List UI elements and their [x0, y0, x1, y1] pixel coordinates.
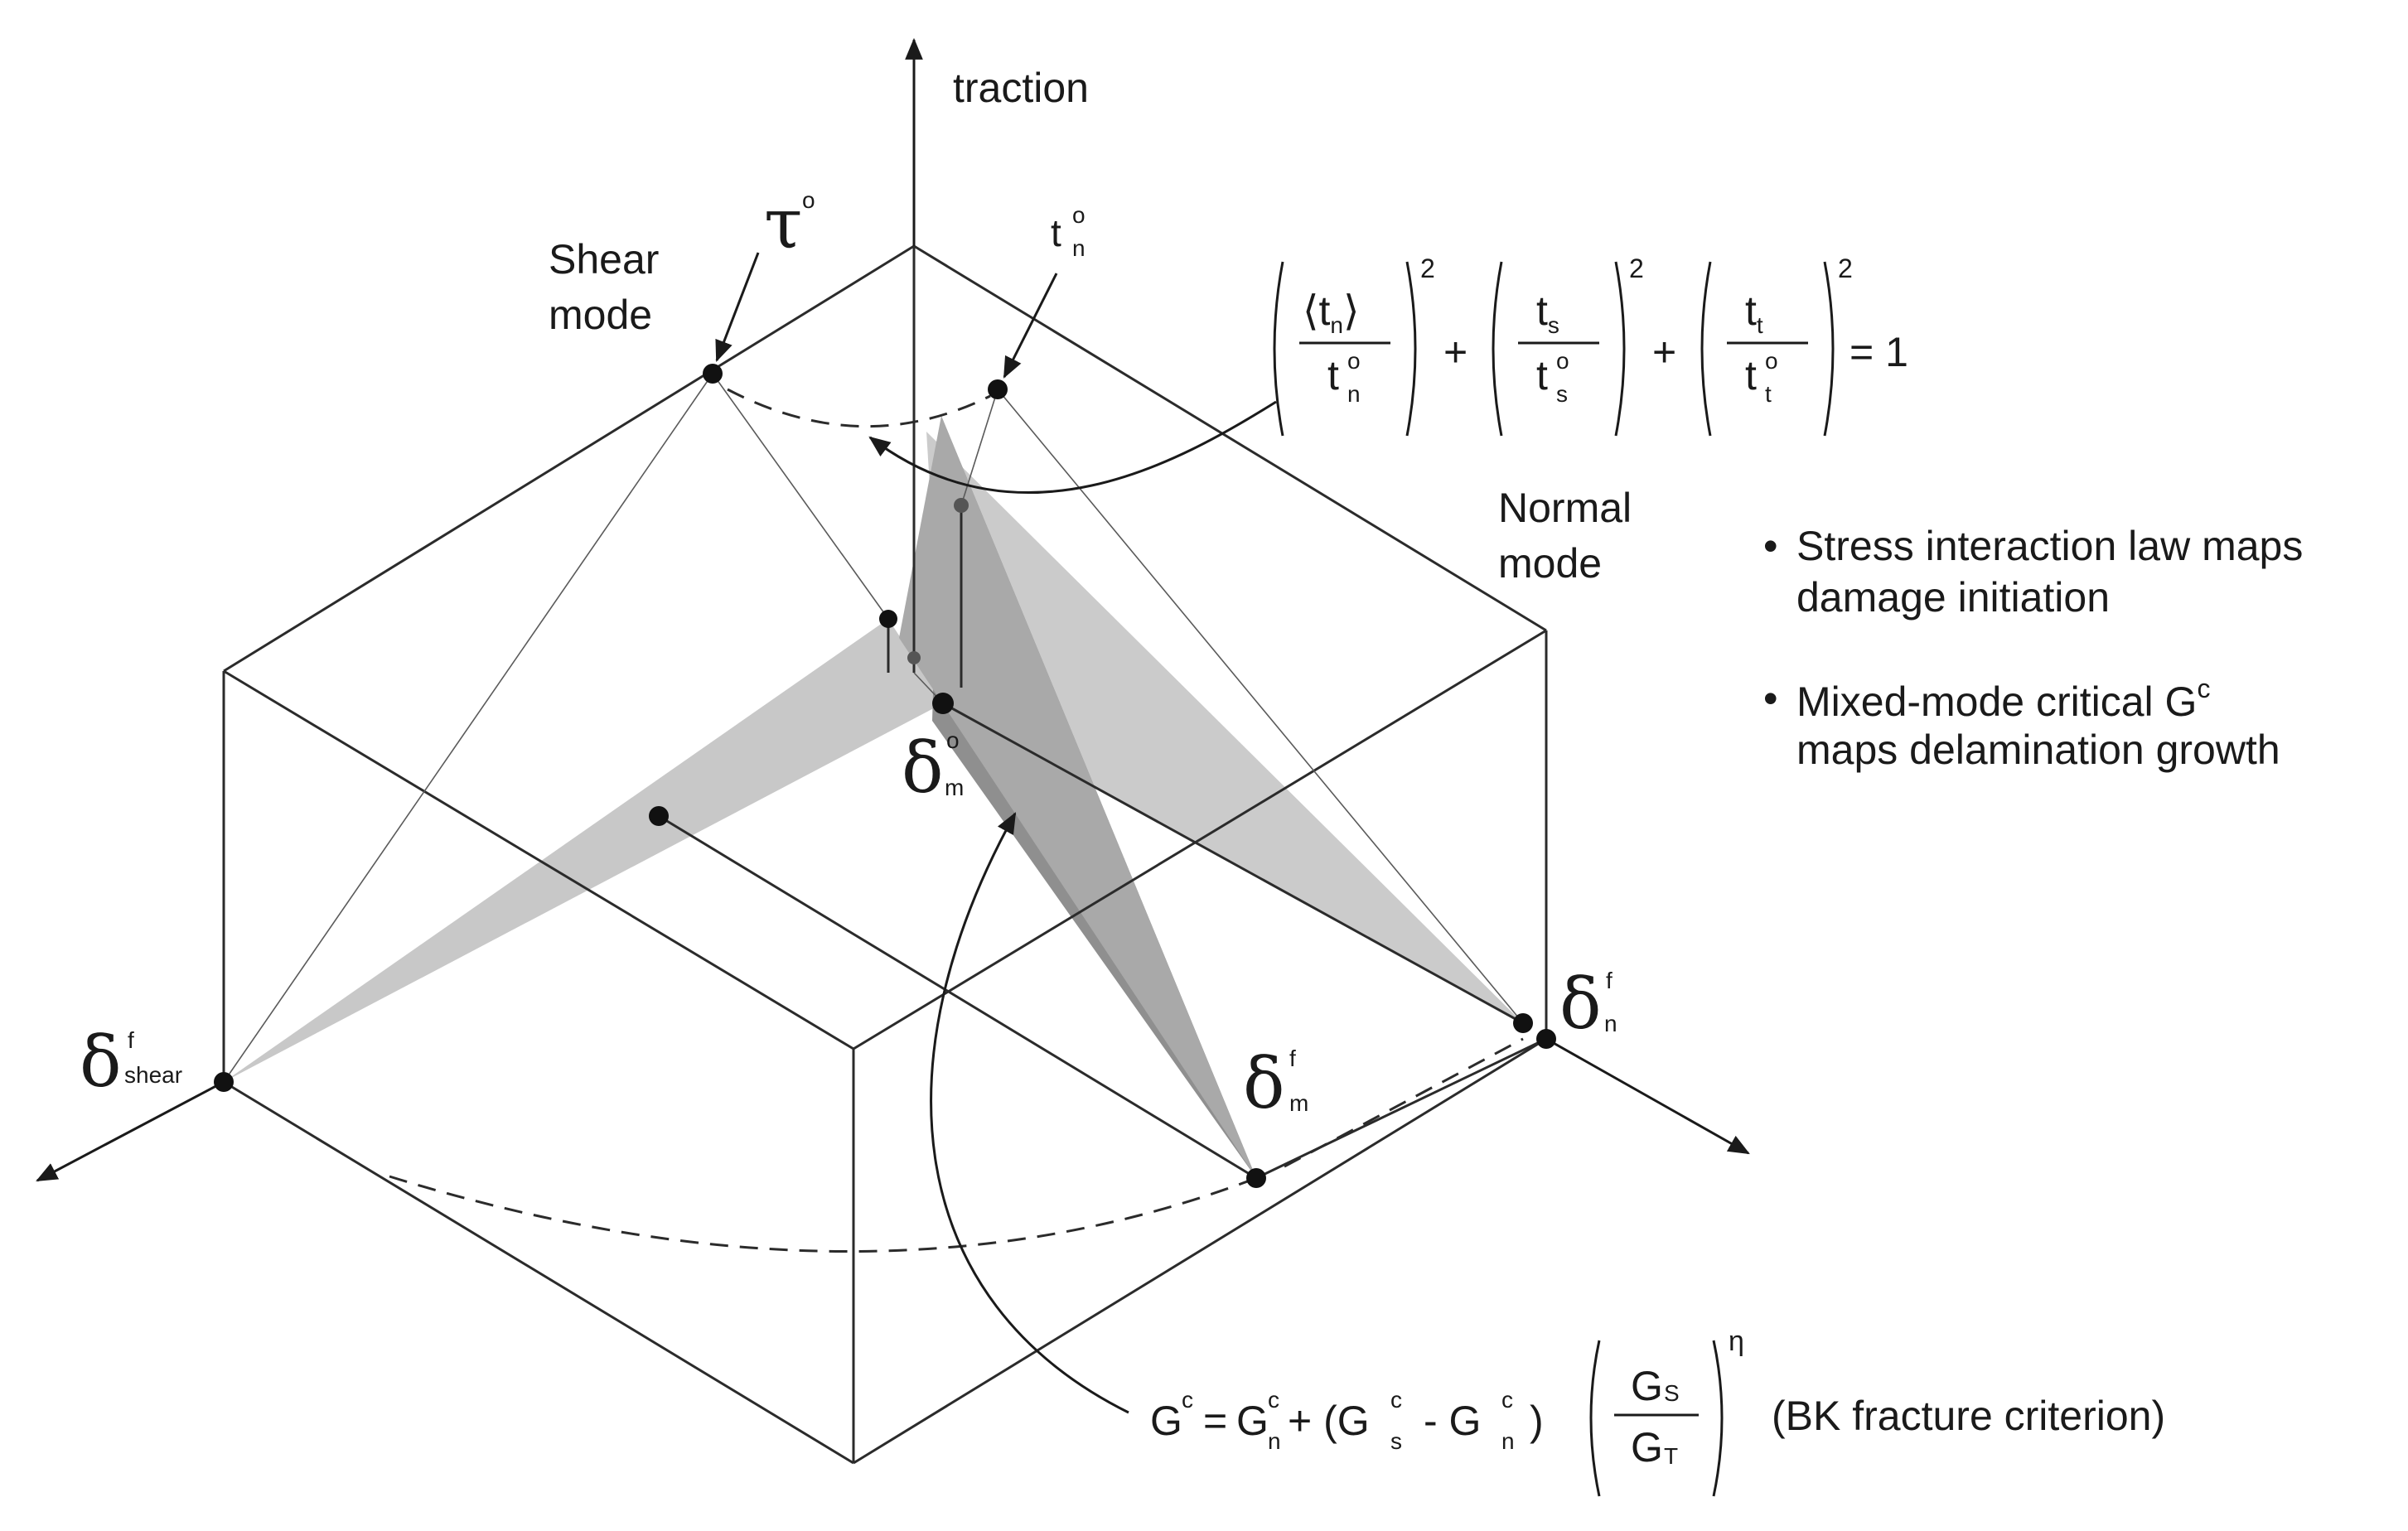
- bullet-1-line-2: damage initiation: [1796, 574, 2111, 621]
- bk-frac-num: G: [1631, 1363, 1663, 1409]
- delta-nf-sub: n: [1604, 1011, 1617, 1036]
- eq1-den-sup: o: [1347, 348, 1361, 374]
- inner-point-grey: [954, 498, 969, 513]
- eq1-den: t: [1327, 352, 1339, 398]
- bk-gn: G: [1236, 1398, 1269, 1444]
- eq-plus-1: +: [1443, 329, 1468, 375]
- tn-point: [988, 379, 1008, 399]
- bk-gs-sub: s: [1390, 1428, 1402, 1454]
- equation-leader-arrow: [868, 400, 1277, 495]
- bullet-list: • Stress interaction law maps damage ini…: [1763, 520, 2401, 775]
- delta-shear-f-point: [214, 1072, 234, 1092]
- delta-shear-symbol: δ: [80, 1021, 122, 1103]
- dashed-floor-segment: [1284, 1037, 1524, 1168]
- shear-mode-label-1: Shear: [549, 236, 660, 283]
- bk-eta: η: [1729, 1326, 1744, 1357]
- bk-gn-sup: c: [1268, 1387, 1279, 1413]
- bk-gs-sup: c: [1390, 1387, 1402, 1413]
- delta-m0-sub: m: [945, 775, 965, 800]
- shear-init-point: [879, 610, 897, 628]
- bk-lhs-sup: c: [1182, 1387, 1193, 1413]
- delta-mf-symbol: δ: [1243, 1043, 1285, 1124]
- eq-plus-2: +: [1652, 329, 1677, 375]
- bk-brackets: [1589, 1340, 1724, 1497]
- bk-gn-sub: n: [1268, 1428, 1281, 1454]
- eq2-den: t: [1536, 352, 1548, 398]
- delta-nf-symbol: δ: [1559, 964, 1602, 1045]
- eq2-exp: 2: [1629, 254, 1644, 283]
- eq2-den-sup: o: [1556, 348, 1569, 374]
- tn-top-sub: n: [1072, 235, 1086, 261]
- delta-mf-sub: m: [1289, 1090, 1309, 1116]
- shear-initiation-triangle: [224, 619, 943, 1082]
- tau-symbol: τ: [764, 183, 803, 264]
- bk-criterion-equation: G c = G c n + (G c s - G c n ) G S G T η…: [1150, 1322, 2244, 1513]
- eq2-num: ts: [1536, 287, 1559, 338]
- bk-minus-gn: - G: [1424, 1398, 1482, 1444]
- propagation-curve-dashed: [389, 1175, 1257, 1253]
- bullet-1-line-1: Stress interaction law maps: [1796, 523, 2304, 569]
- tn-leader-arrow: [1003, 273, 1058, 379]
- bullet-item: • Mixed-mode critical Gc maps delaminati…: [1763, 673, 2401, 775]
- delta-shear-sup: f: [128, 1027, 134, 1053]
- normal-damage-triangle: [926, 432, 1523, 1023]
- delta-nf-sup: f: [1606, 968, 1613, 993]
- normal-mode-label-1: Normal: [1498, 485, 1632, 531]
- bk-frac-den: G: [1631, 1424, 1663, 1471]
- bullet-2-line-2: maps delamination growth: [1796, 727, 2280, 773]
- delta-m0-sup: o: [946, 727, 960, 753]
- tau-superscript: o: [802, 187, 815, 213]
- bk-note: (BK fracture criterion): [1772, 1393, 2166, 1439]
- key-points: [214, 364, 1556, 1188]
- bullet-dot: •: [1763, 675, 1778, 722]
- bk-gn2-sup: c: [1501, 1387, 1513, 1413]
- tau-point: [703, 364, 723, 384]
- bullet-dot: •: [1763, 523, 1778, 569]
- delta-m0-point: [932, 693, 954, 714]
- delta-shear-sub: shear: [124, 1062, 183, 1088]
- bk-leader-arrow: [930, 812, 1129, 1414]
- bullet-item: • Stress interaction law maps damage ini…: [1763, 520, 2401, 623]
- traction-label: traction: [953, 65, 1089, 111]
- bk-frac-num-sub: S: [1664, 1380, 1680, 1406]
- box-edges: [222, 244, 1548, 1465]
- eq1-den-sub: n: [1347, 381, 1361, 407]
- initiation-curve-dashed: [727, 388, 991, 428]
- stress-criterion-equation: ⟨tn⟩ t o n 2 + ts t o s 2 + tt t o t 2 =…: [1260, 245, 1908, 452]
- bk-close-paren: ): [1530, 1398, 1544, 1444]
- mixed-mode-triangle-mid: [899, 416, 1256, 1178]
- eq1-num: ⟨tn⟩: [1303, 287, 1360, 338]
- eq3-den-sub: t: [1765, 381, 1772, 407]
- bullet-2-line-1: Mixed-mode critical Gc: [1796, 674, 2211, 725]
- corner-grey-point: [907, 651, 921, 664]
- eq3-exp: 2: [1838, 254, 1853, 283]
- tau-leader-arrow: [715, 252, 760, 363]
- bk-equals: =: [1203, 1398, 1228, 1444]
- delta-nf-point: [1536, 1029, 1556, 1049]
- shear-floor-point: [649, 806, 669, 826]
- equation-brackets: [1273, 261, 1835, 437]
- normal-floor-point: [1513, 1013, 1533, 1033]
- eq3-num: tt: [1745, 287, 1763, 338]
- bk-plus-gs: + (G: [1288, 1398, 1370, 1444]
- normal-axis: [1545, 1037, 1750, 1155]
- tn-top-sup: o: [1072, 202, 1086, 228]
- eq2-den-sub: s: [1556, 381, 1568, 407]
- delta-m0-symbol: δ: [902, 727, 944, 809]
- eq3-den-sup: o: [1765, 348, 1778, 374]
- eq-equals-one: = 1: [1850, 329, 1908, 375]
- normal-mode-label-2: mode: [1498, 540, 1603, 587]
- delta-mf-sup: f: [1289, 1046, 1296, 1071]
- bk-gn2-sub: n: [1501, 1428, 1515, 1454]
- shear-axis: [36, 1080, 225, 1182]
- bk-frac-den-sub: T: [1664, 1443, 1679, 1469]
- eq3-den: t: [1745, 352, 1757, 398]
- eq1-exp: 2: [1420, 254, 1435, 283]
- shear-mode-label-2: mode: [549, 292, 653, 338]
- tn-top-symbol: t: [1051, 211, 1061, 254]
- delta-mf-point: [1246, 1168, 1266, 1188]
- bk-lhs: G: [1150, 1398, 1182, 1444]
